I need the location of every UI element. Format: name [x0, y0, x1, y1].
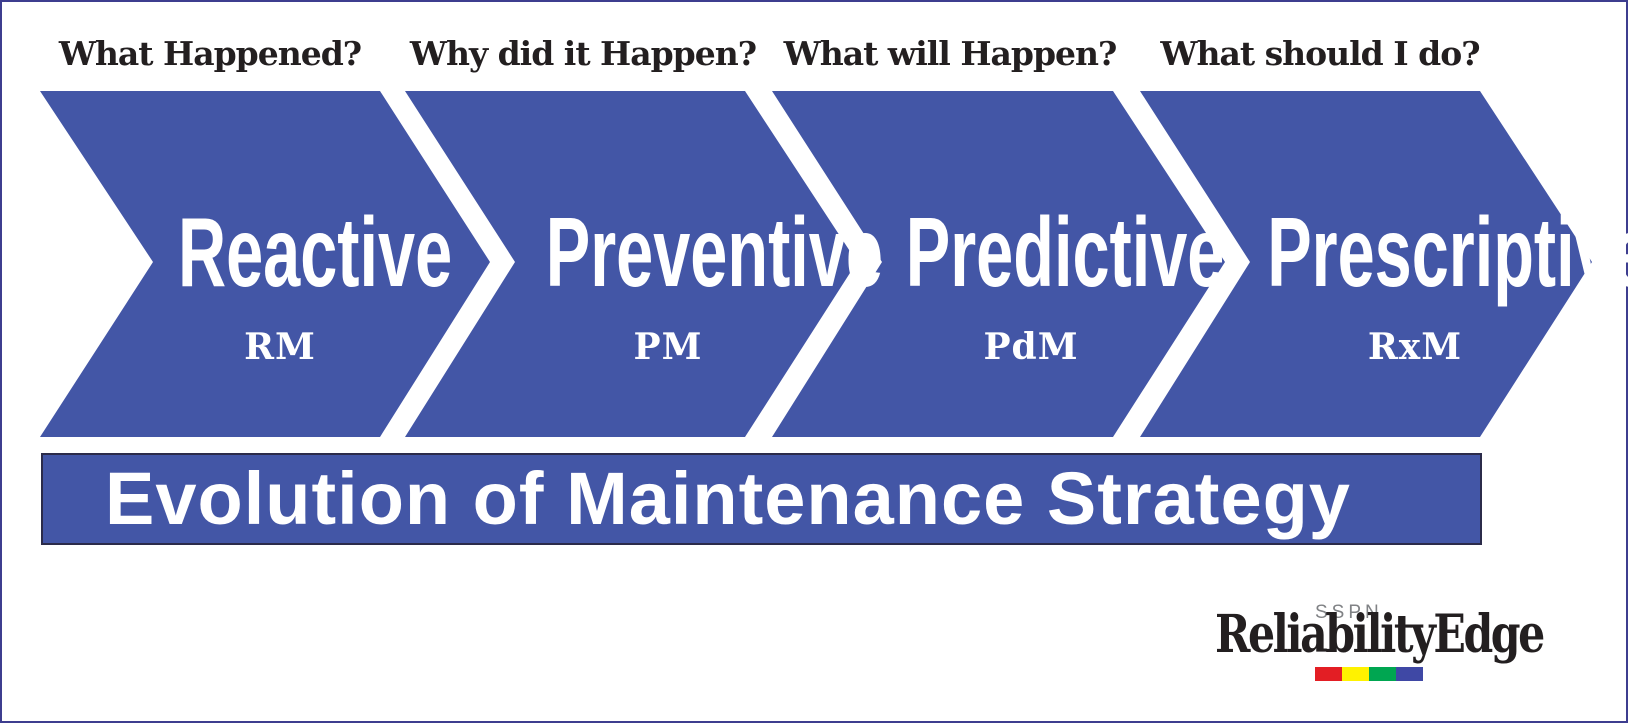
stage-abbr-prescriptive: RxM: [1367, 326, 1463, 368]
logo-color-stripes: [1315, 667, 1423, 681]
question-preventive: Why did it Happen?: [409, 34, 757, 73]
stage-title-preventive: Preventive: [545, 197, 883, 307]
stage-abbr-predictive: PdM: [983, 326, 1079, 368]
chevron-reactive: [40, 91, 490, 437]
stage-title-prescriptive: Prescriptive: [1267, 197, 1628, 307]
logo-stripe-green: [1369, 667, 1396, 681]
stage-title-reactive: Reactive: [178, 197, 453, 307]
logo-stripe-blue: [1396, 667, 1423, 681]
question-predictive: What will Happen?: [783, 34, 1118, 73]
banner-title: Evolution of Maintenance Strategy: [105, 457, 1351, 540]
title-banner: Evolution of Maintenance Strategy: [41, 453, 1482, 545]
reliability-edge-logo: SSPN ReliabilityEdge: [1215, 602, 1595, 685]
logo-stripe-red: [1315, 667, 1342, 681]
logo-stripe-yellow: [1342, 667, 1369, 681]
chevron-prescriptive: [1140, 91, 1592, 437]
logo-wordmark: ReliabilityEdge: [1215, 604, 1545, 665]
stage-title-predictive: Predictive: [905, 197, 1225, 307]
chevron-preventive: [405, 91, 857, 437]
chevron-predictive: [772, 91, 1225, 437]
stage-abbr-reactive: RM: [244, 326, 316, 368]
question-reactive: What Happened?: [58, 34, 362, 73]
question-prescriptive: What should I do?: [1160, 34, 1480, 73]
stage-abbr-preventive: PM: [633, 326, 703, 368]
logo-sspn-text: SSPN: [1315, 602, 1383, 623]
